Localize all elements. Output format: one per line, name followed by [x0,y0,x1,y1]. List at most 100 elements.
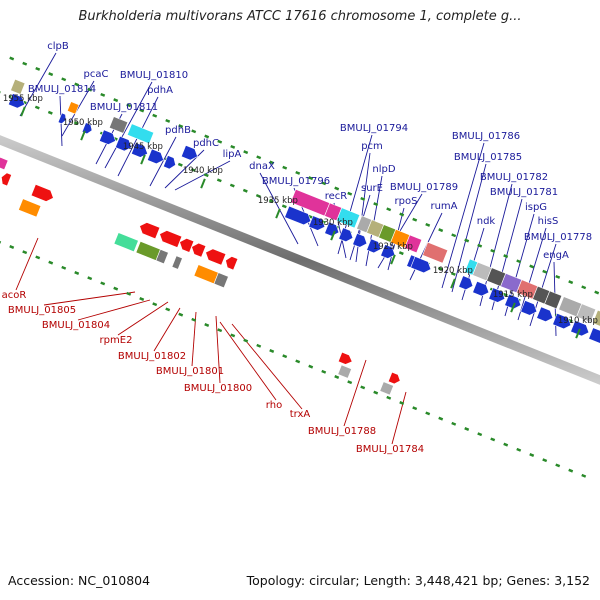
track-dot [126,103,132,108]
track-dot [425,222,431,227]
track-dot [100,281,106,286]
gene-label: pcm [361,141,383,152]
gene-label: pcaC [84,69,109,80]
track-dot [529,453,535,457]
track-dot [242,188,248,193]
gene-label: rho [266,400,282,411]
track-dot [321,369,327,374]
accession-text: Accession: NC_010804 [8,573,151,588]
track-dot [216,178,222,183]
track-dot [217,328,223,333]
ruler-label: 1935 kbp [258,196,298,206]
gene-label: BMULJ_01811 [90,102,158,113]
gene-label: recR [325,191,348,202]
track-dot [22,61,28,66]
gene-label: hisS [538,216,559,227]
track-dot [412,406,418,411]
ruler-tick [80,130,86,141]
leader-line [43,291,136,306]
gene-feature [366,238,382,254]
gene-feature [536,306,554,322]
gene-feature [458,275,474,291]
track-dot [34,105,40,110]
track-dot [113,98,119,103]
gene-feature [114,135,132,152]
track-dot [360,385,366,390]
gene-feature [193,264,219,285]
map-title: Burkholderia multivorans ATCC 17616 chro… [78,9,522,24]
track-dot [399,401,405,405]
gene-label: rpmE2 [100,335,133,346]
track-dot [47,110,53,115]
track-dot [386,395,392,400]
gene-feature [113,232,139,253]
gene-label: engA [543,250,569,261]
gene-feature [504,293,522,310]
gene-label: surE [361,183,383,194]
track-dot [503,254,509,259]
track-dot [243,338,249,343]
track-dot [191,129,197,134]
leader-line [451,163,487,293]
track-dot [464,427,470,431]
track-dot [35,255,41,260]
gene-feature [10,78,26,95]
track-dot [568,468,574,473]
track-dot [204,134,210,139]
leader-line [19,52,57,117]
track-dot [477,243,483,248]
gene-label: rumA [430,201,457,212]
track-dot [438,416,444,421]
track-dot [347,380,353,385]
gene-feature [205,248,227,266]
track-dot [437,266,443,271]
ruler-label: 1945 kbp [123,142,163,152]
leader-line [517,227,547,321]
track-dot [542,458,548,463]
track-dot [87,87,93,92]
gene-feature [162,155,176,170]
track-dot [230,144,236,149]
gene-feature [1,172,12,187]
track-dot [542,269,548,274]
track-dot [581,473,587,478]
track-dot [152,113,158,118]
track-dot [295,170,301,175]
track-dot [256,343,262,348]
track-dot [229,183,235,188]
track-dot [178,312,184,317]
track-dot [568,280,574,285]
track-dot [594,290,600,295]
ruler-label: 1940 kbp [183,166,223,176]
track-dot [177,162,183,167]
gene-feature [588,327,600,344]
track-dot [191,317,197,322]
leader-line [219,321,277,401]
gene-feature [472,280,490,297]
track-dot [450,271,456,276]
leader-line [231,323,303,410]
gene-feature [592,309,600,327]
track-dot [451,421,457,426]
track-dot [190,167,196,172]
gene-feature [179,238,195,253]
backbone [0,135,600,385]
gene-label: BMULJ_01781 [490,187,558,198]
track-dot [308,176,314,181]
leader-line [104,81,153,169]
track-dot [87,276,93,281]
track-dot [373,390,379,395]
track-dot [139,108,145,113]
track-dot [256,155,262,160]
leader-line [441,142,485,289]
gene-feature [66,101,80,115]
ruler-tick [20,106,26,117]
ruler-label: 1925 kbp [373,242,413,252]
track-dot [502,292,508,297]
track-dot [165,118,171,123]
topology-summary: Topology: circular; Length: 3,448,421 bp… [246,573,590,588]
gene-feature [404,234,423,254]
gene-label: rpoS [395,196,418,207]
track-dot [61,265,67,270]
